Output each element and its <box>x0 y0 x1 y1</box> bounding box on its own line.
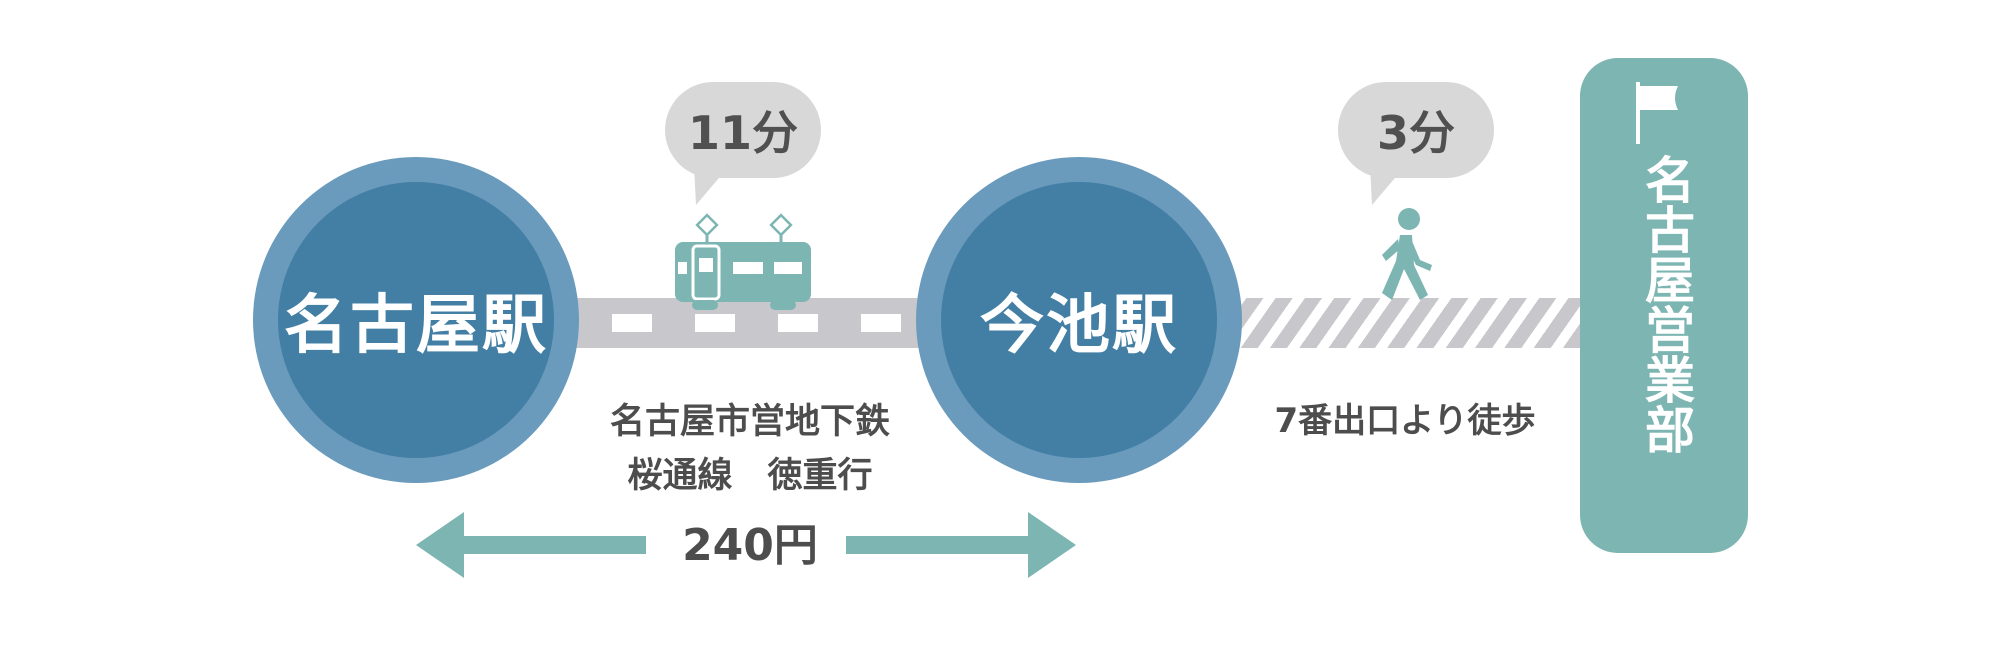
flag-icon <box>1636 82 1678 144</box>
rail-sleeper <box>695 314 735 332</box>
line-detail: 桜通線 徳重行 <box>627 456 873 496</box>
rail-sleeper <box>612 314 652 332</box>
station-imaike: 今池駅 <box>916 157 1242 483</box>
bubble-tail <box>1370 165 1406 205</box>
rail-sleeper <box>861 314 901 332</box>
destination-name: 名古屋営業部 <box>1637 154 1695 454</box>
walking-person-icon <box>1382 208 1432 300</box>
walk-duration: 3分 <box>1376 106 1455 160</box>
arrow-left-icon <box>416 512 646 578</box>
station-nagoya-label: 名古屋駅 <box>278 182 554 458</box>
walk-instruction: 7番出口より徒歩 <box>1274 401 1536 441</box>
line-name: 名古屋市営地下鉄 <box>609 402 890 442</box>
arrow-right-icon <box>846 512 1076 578</box>
walk-duration-bubble: 3分 <box>1338 82 1494 178</box>
train-icon <box>675 213 811 310</box>
station-imaike-label: 今池駅 <box>941 182 1217 458</box>
fare: 240円 <box>682 520 818 571</box>
station-nagoya: 名古屋駅 <box>253 157 579 483</box>
walking-path <box>1230 298 1580 348</box>
rail-sleeper <box>778 314 818 332</box>
train-duration-bubble: 11分 <box>665 82 821 178</box>
destination-card: 名古屋営業部 <box>1580 58 1748 553</box>
train-duration: 11分 <box>687 106 798 160</box>
bubble-tail <box>694 165 730 205</box>
